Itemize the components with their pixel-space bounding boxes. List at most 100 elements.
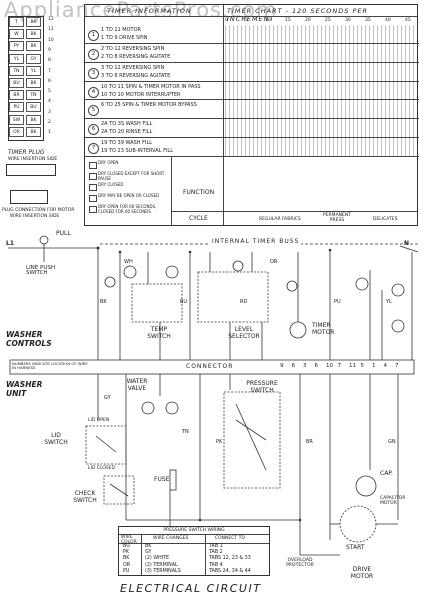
fuse-label: FUSE — [154, 476, 170, 483]
washer-unit-label: WASHER UNIT — [6, 380, 43, 398]
connector-note: NUMBERS INDICATE LOCATION OF WIRE IN HAR… — [12, 361, 88, 371]
connector-pin: 6 — [291, 363, 296, 369]
wire-color-tag: GN — [388, 439, 396, 445]
pressure-cell: GY — [145, 550, 152, 556]
pressure-header-connect: CONNECT TO — [215, 536, 245, 541]
legend-swatch — [89, 206, 97, 213]
timer-plug-cell: PU — [9, 102, 24, 113]
motor-plug-subtitle: WIRE INSERTION SIDE — [10, 214, 60, 219]
wire-color-tag: TN — [182, 429, 189, 435]
timer-row-line: 10 TO 11 SPIN & TIMER MOTOR IN PASS — [101, 83, 201, 90]
check-switch-label: CHECK SWITCH — [73, 490, 97, 504]
pressure-cell: (3) TERMINALS — [145, 568, 181, 574]
wire-color-tag: PU — [334, 299, 341, 305]
pressure-switch-wiring-table: PRESSURE SWITCH WIRING WIRE COLOR WIRE C… — [118, 526, 270, 576]
connector-pin: 11 — [349, 363, 356, 369]
timer-plug-outline — [8, 16, 44, 141]
wire-color-tag: WH — [124, 259, 133, 265]
timer-plug-cell: BU — [26, 102, 41, 113]
legend-swatch — [89, 195, 97, 202]
pressure-cell: TAB 2 — [209, 550, 223, 556]
overload-protector-label: OVERLOAD PROTECTOR — [286, 558, 314, 568]
pressure-table-title: PRESSURE SWITCH WIRING — [163, 528, 225, 533]
connector-pin: 10 — [326, 363, 333, 369]
timer-scale-tick: 20 — [305, 18, 311, 23]
timer-plug-cell: BK — [26, 41, 41, 52]
connector-pin: 6 — [314, 363, 319, 369]
timer-row-chart — [225, 138, 417, 156]
connector-pin: 4 — [383, 363, 388, 369]
timer-plug-cell: TN — [26, 90, 41, 101]
connector-pin: 7 — [337, 363, 342, 369]
timer-scale-tick: 45 — [405, 18, 411, 23]
timer-plug-row-number: 10 — [48, 37, 54, 43]
pressure-cell: TAB 4 — [209, 562, 223, 568]
timer-row-id: 3 — [88, 67, 99, 79]
timer-row-chart — [225, 119, 417, 138]
wire-color-tag: GY — [104, 395, 111, 401]
wire-color-tag: YL — [386, 299, 392, 305]
lid-open-label: LID OPEN — [88, 418, 110, 423]
timer-plug-row-number: 11 — [48, 27, 54, 33]
timer-scale-tick: 15 — [285, 18, 291, 23]
connector-label: CONNECTOR — [186, 363, 234, 370]
timer-plug-cell: BK — [26, 126, 41, 137]
electrical-circuit-title: ELECTRICAL CIRCUIT — [120, 582, 262, 595]
legend-text: DRY OPEN — [98, 160, 119, 165]
timer-plug-cell: YL — [9, 53, 24, 64]
timer-plug-cell: TN — [9, 65, 24, 76]
timer-plug-row-number: 3 — [48, 109, 51, 115]
timer-plug-row-number: 12 — [48, 17, 54, 22]
timer-row-line: 3 TO 8 REVERSING AGITATE — [101, 72, 171, 79]
start-label: START — [346, 544, 365, 551]
pressure-cell: (2) TERMINAL — [145, 562, 178, 568]
timer-plug-cell: BK — [26, 29, 41, 40]
pressure-cell: TABS 24, 34 & 44 — [209, 568, 251, 574]
legend-swatch — [89, 173, 97, 180]
timer-scale-tick: 40 — [385, 18, 391, 23]
timer-plug-cell: T — [9, 17, 24, 27]
timer-plug-cell: BU — [9, 78, 24, 88]
temp-switch-label: TEMP SWITCH — [147, 326, 171, 340]
wire-color-tag: PK — [216, 439, 223, 445]
timer-plug-cell: BK — [26, 17, 41, 27]
cycle-regular: REGULAR FABRICS — [259, 217, 301, 222]
wire-color-tag: BK — [100, 299, 107, 305]
motor-plug-strip — [10, 190, 48, 204]
function-label: FUNCTION — [183, 189, 215, 196]
legend-text: DRY MAY BE OPEN OR CLOSED — [98, 193, 160, 198]
timer-plug-row-number: 6 — [48, 78, 51, 84]
pressure-switch-label: PRESSURE SWITCH — [246, 380, 278, 394]
timer-row-chart — [225, 100, 417, 119]
timer-row-line: 2 TO 12 REVERSING SPIN — [101, 45, 165, 52]
timer-plug-subtitle: WIRE INSERTION SIDE — [8, 157, 58, 162]
timer-chart-title: TIMER CHART - 120 SECONDS PER INCREMENT — [227, 7, 368, 23]
timer-scale-tick: 30 — [345, 18, 351, 23]
timer-plug-cell: SW — [9, 114, 24, 125]
l1-label: L1 — [6, 240, 14, 247]
cycle-label: CYCLE — [189, 215, 208, 222]
motor-plug-note: PLUG CONNECTION FOR MOTOR — [2, 208, 75, 213]
timer-row-line: 10 TO 10 MOTOR INTERRUPTER — [101, 91, 181, 98]
pressure-cell: TAB 1 — [209, 544, 223, 549]
timer-plug-cell: GY — [26, 53, 41, 64]
legend-text: DRY CLOSED — [98, 182, 124, 187]
pressure-cell: PK — [123, 550, 130, 556]
pressure-header-color: WIRE COLOR — [121, 535, 137, 545]
timer-row-line: 2A TO 3S WASH FILL — [101, 121, 153, 128]
timer-plug-strip — [6, 164, 56, 176]
drive-motor-label: DRIVE MOTOR — [350, 566, 374, 580]
timer-scale-tick: 5 — [245, 18, 248, 23]
timer-row-chart — [225, 81, 417, 100]
legend-text: DRY OPEN FOR 60 SECONDS, CLOSED FOR 60 S… — [98, 204, 157, 214]
timer-plug-row-number: 2 — [48, 120, 51, 125]
timer-row-line: 6 TO 25 SPIN & TIMER MOTOR BYPASS — [101, 102, 197, 109]
pressure-cell: (2) WHITE — [145, 556, 170, 562]
pressure-header-changes: WIRE CHANGES — [153, 536, 189, 541]
